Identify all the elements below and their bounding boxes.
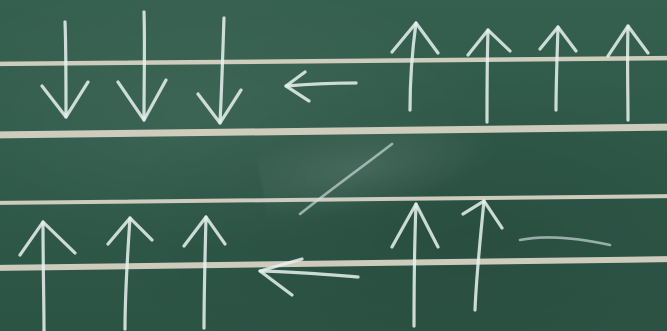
up-arrow-top-2-shaft — [487, 30, 488, 122]
up-arrow-bottom-1-head — [20, 222, 75, 255]
left-arrow-top-shaft — [286, 83, 356, 86]
left-arrow-bottom-shaft — [260, 271, 358, 277]
board-rail-3 — [0, 196, 667, 203]
board-rail-2 — [0, 127, 667, 135]
up-arrow-bottom-5-shaft — [475, 201, 484, 310]
up-arrow-bottom-3-shaft — [204, 217, 206, 328]
down-arrow-1-shaft — [65, 22, 66, 117]
up-arrow-bottom-2-shaft — [125, 218, 130, 329]
down-arrow-3-shaft — [220, 18, 224, 123]
board-rail-1 — [0, 58, 667, 64]
chalk-streak-1 — [300, 144, 392, 214]
up-arrow-top-3-shaft — [556, 27, 558, 110]
up-arrow-bottom-4-shaft — [414, 204, 416, 326]
up-arrow-top-1-shaft — [410, 23, 416, 110]
board-rail-4 — [0, 259, 667, 268]
top-right-up-arrows — [392, 23, 648, 122]
bottom-left-up-arrows — [20, 217, 225, 331]
top-middle-left-arrow — [286, 72, 356, 101]
up-arrow-bottom-1-shaft — [43, 222, 44, 331]
top-left-down-arrows — [42, 12, 241, 123]
down-arrow-2-head — [118, 80, 166, 120]
chalk-streak-2 — [520, 238, 610, 245]
